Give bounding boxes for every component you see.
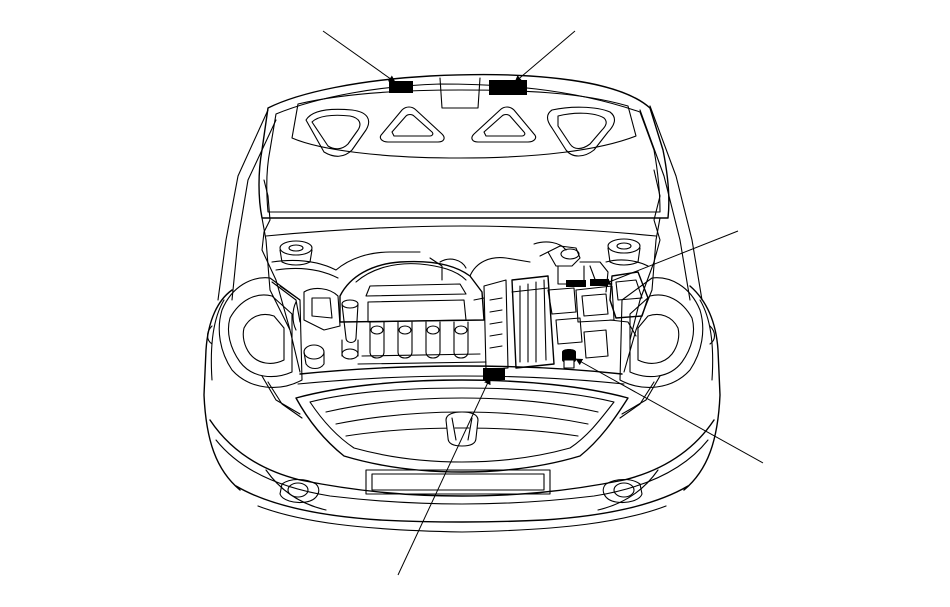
open-hood	[258, 73, 670, 219]
leader-fuse-box	[603, 230, 739, 285]
leader-lines	[322, 30, 764, 576]
leader-reservoir	[575, 358, 764, 464]
radiator-label-marker	[483, 368, 505, 380]
hood-label-right-marker	[489, 80, 527, 95]
hood-hinges	[217, 105, 703, 341]
leader-hood-right	[514, 30, 576, 83]
engine-compartment	[261, 217, 661, 380]
car-body	[203, 277, 721, 533]
leader-hood-left	[322, 30, 396, 83]
underhood-label-marker	[590, 279, 608, 286]
fuse-box-label-marker	[566, 280, 586, 287]
leader-radiator	[397, 377, 491, 576]
hood-label-left-marker	[389, 81, 413, 93]
